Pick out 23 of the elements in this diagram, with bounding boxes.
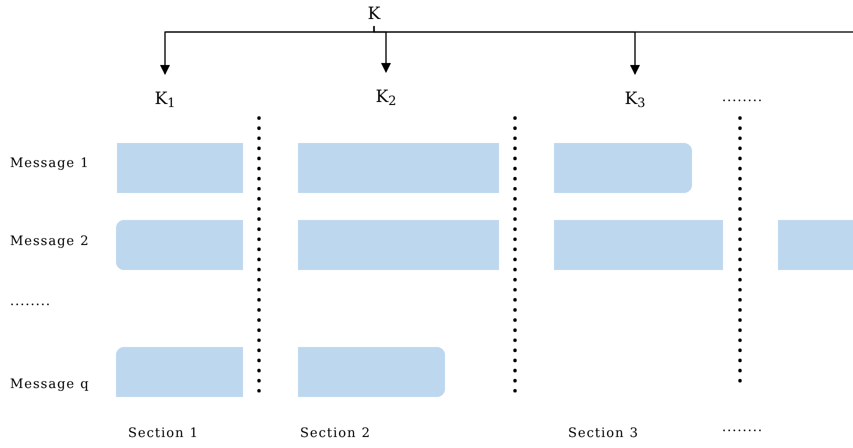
dots: ........: [722, 419, 764, 437]
key-label: K: [368, 3, 380, 26]
key-label: K$_{2}$: [376, 86, 396, 111]
bar-shape: [116, 220, 243, 270]
section-label: Section 1: [128, 425, 199, 443]
bar-shape: [116, 347, 243, 397]
bar-shape: [554, 220, 723, 270]
bar-shape: [117, 143, 243, 193]
section-label: Section 2: [300, 425, 371, 443]
key-label: K$_{3}$: [624, 88, 646, 113]
dots: ........: [722, 89, 764, 107]
arrow: [373, 26, 640, 75]
row-label: Message 1: [10, 155, 90, 173]
section-label: Section 3: [568, 425, 639, 443]
bar-shape: [778, 220, 853, 270]
row-label: Message q: [10, 376, 90, 394]
bar-shape: [298, 143, 499, 193]
row-label: Message 2: [10, 233, 90, 251]
key-label: K$_{1}$: [154, 88, 176, 113]
bar-shape: [298, 347, 445, 397]
dots: ........: [10, 293, 52, 311]
bar-shape: [554, 143, 692, 193]
bar-shape: [298, 220, 499, 270]
